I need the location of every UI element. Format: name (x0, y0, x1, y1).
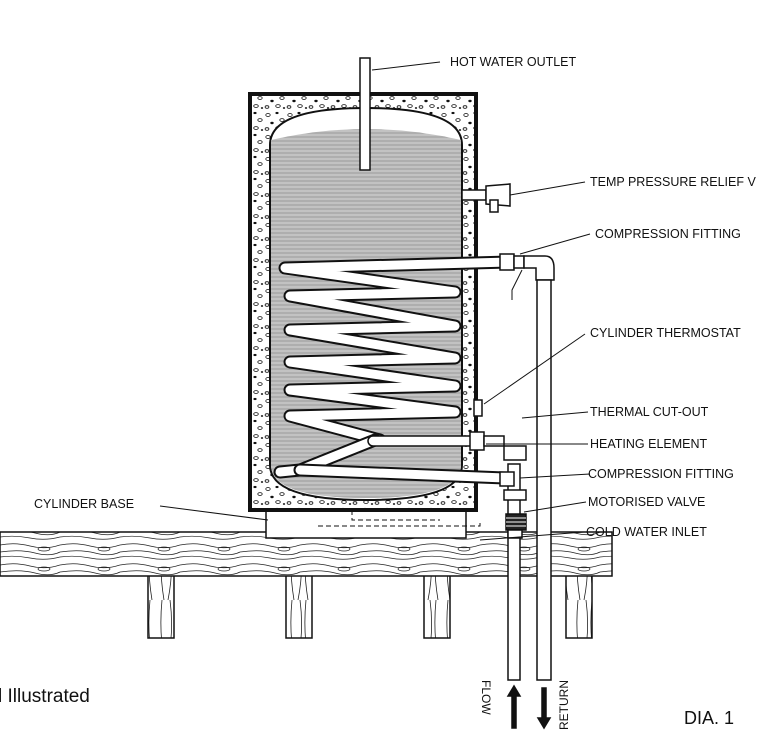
label-flow: FLOW (479, 680, 493, 715)
label-compression-fitting-top: COMPRESSION FITTING (595, 227, 741, 241)
relief-valve (461, 183, 511, 213)
label-hot-water-outlet: HOT WATER OUTLET (450, 55, 577, 69)
label-temp-pressure-relief: TEMP PRESSURE RELIEF V (590, 175, 756, 189)
heat-coil (273, 255, 517, 485)
label-heating-element: HEATING ELEMENT (590, 437, 708, 451)
hot-water-outlet-pipe (359, 57, 371, 171)
flow-arrows (506, 684, 552, 730)
top-fittings (499, 253, 555, 681)
label-cold-water-inlet: COLD WATER INLET (586, 525, 707, 539)
label-return: RETURN (557, 680, 571, 730)
flow-pipe (499, 445, 527, 681)
cylinder-thermostat (473, 399, 483, 417)
leader-lines (159, 61, 591, 541)
dia-number: DIA. 1 (684, 708, 734, 728)
heating-element (367, 431, 505, 451)
caption-left-text: l Illustrated (0, 686, 90, 707)
label-motorised-valve: MOTORISED VALVE (588, 495, 705, 509)
floor-joists (147, 569, 593, 639)
label-compression-fitting-bottom: COMPRESSION FITTING (588, 467, 734, 481)
label-thermal-cutout: THERMAL CUT-OUT (590, 405, 709, 419)
label-cylinder-base: CYLINDER BASE (34, 497, 134, 511)
label-cylinder-thermostat: CYLINDER THERMOSTAT (590, 326, 741, 340)
